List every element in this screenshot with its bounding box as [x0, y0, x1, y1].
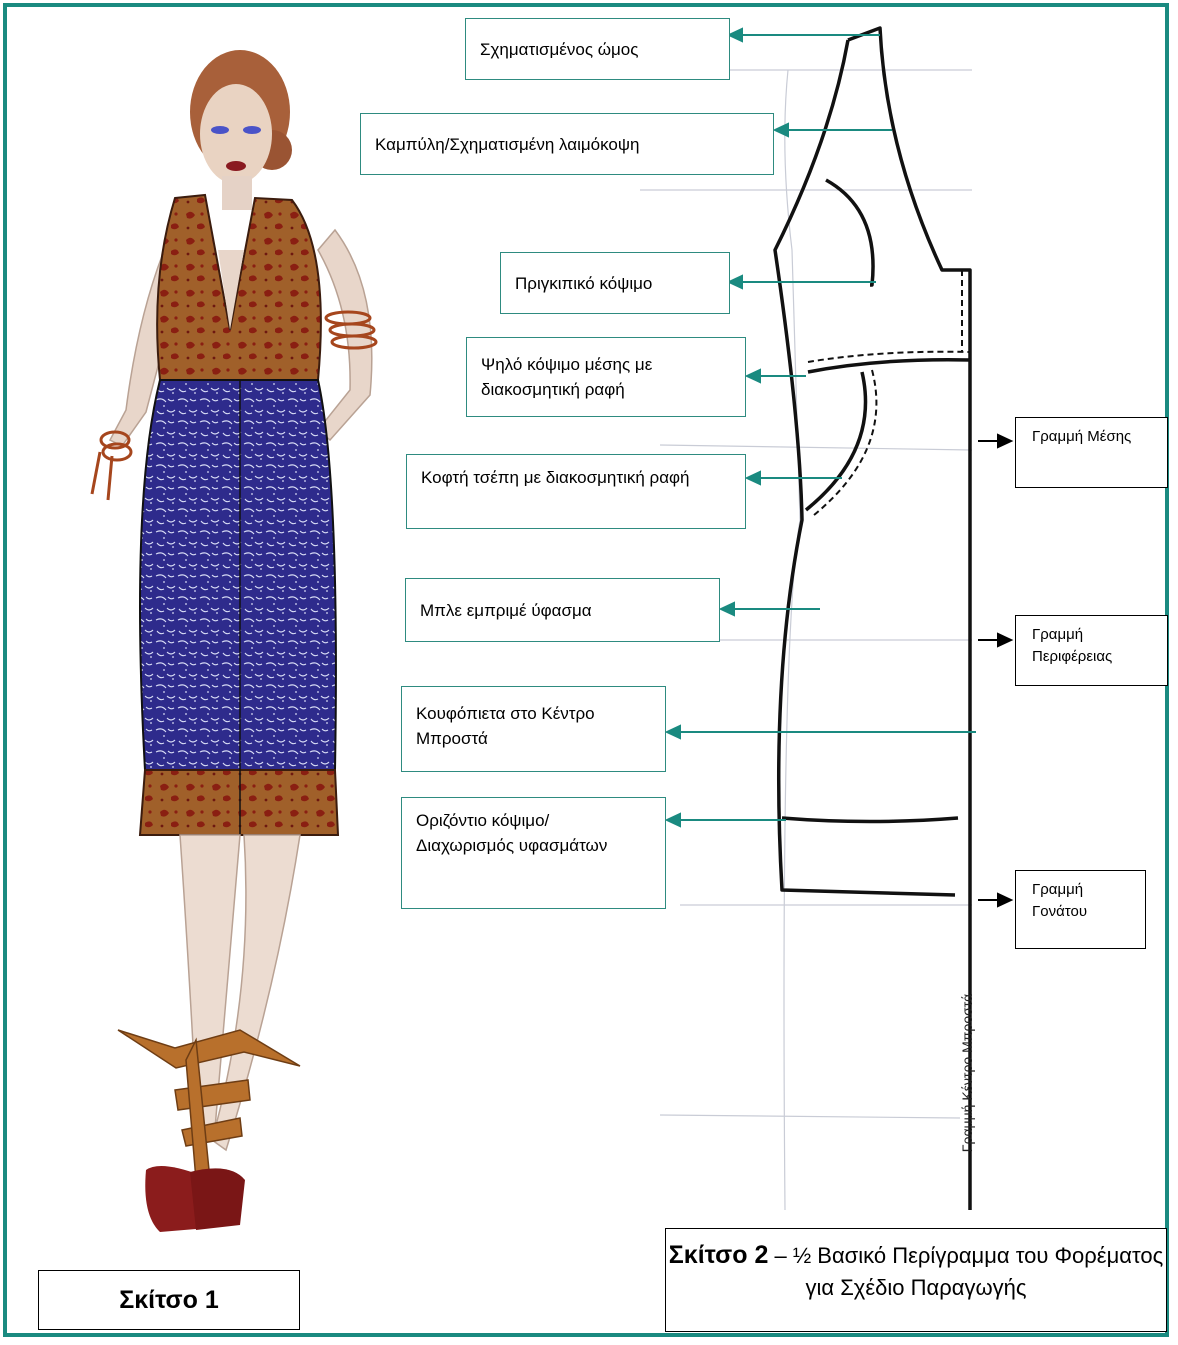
label-cut-pocket: Κοφτή τσέπη με διακοσμητική ραφή [406, 454, 746, 529]
fashion-figure [92, 50, 376, 1232]
label-inverted-pleat: Κουφόπιετα στο Κέντρο Μπροστά [401, 686, 666, 772]
label-knee-line: Γραμμή Γονάτου [1015, 870, 1146, 949]
center-front-line-label: Γραμμή Κέντρο Μπροστά [959, 993, 981, 1153]
caption-sketch-2-title: Σκίτσο 2 [669, 1241, 769, 1269]
label-shaped-shoulder: Σχηματισμένος ώμος [465, 18, 730, 80]
label-blue-print-fabric: Μπλε εμπριμέ ύφασμα [405, 578, 720, 642]
label-horizontal-seam: Οριζόντιο κόψιμο/ Διαχωρισμός υφασμάτων [401, 797, 666, 909]
caption-sketch-2-text: – ½ Βασικό Περίγραμμα του Φορέματος για … [768, 1243, 1163, 1300]
label-high-waist-seam: Ψηλό κόψιμο μέσης με διακοσμητική ραφή [466, 337, 746, 417]
caption-sketch-1: Σκίτσο 1 [38, 1270, 300, 1330]
label-princess-seam: Πριγκιπικό κόψιμο [500, 252, 730, 314]
label-curved-neckline: Καμπύλη/Σχηματισμένη λαιμόκοψη [360, 113, 774, 175]
label-hip-line: Γραμμή Περιφέρειας [1015, 615, 1168, 686]
label-waist-line: Γραμμή Μέσης [1015, 417, 1168, 488]
caption-sketch-2: Σκίτσο 2 – ½ Βασικό Περίγραμμα του Φορέμ… [665, 1228, 1167, 1332]
side-arrows [978, 435, 1011, 906]
